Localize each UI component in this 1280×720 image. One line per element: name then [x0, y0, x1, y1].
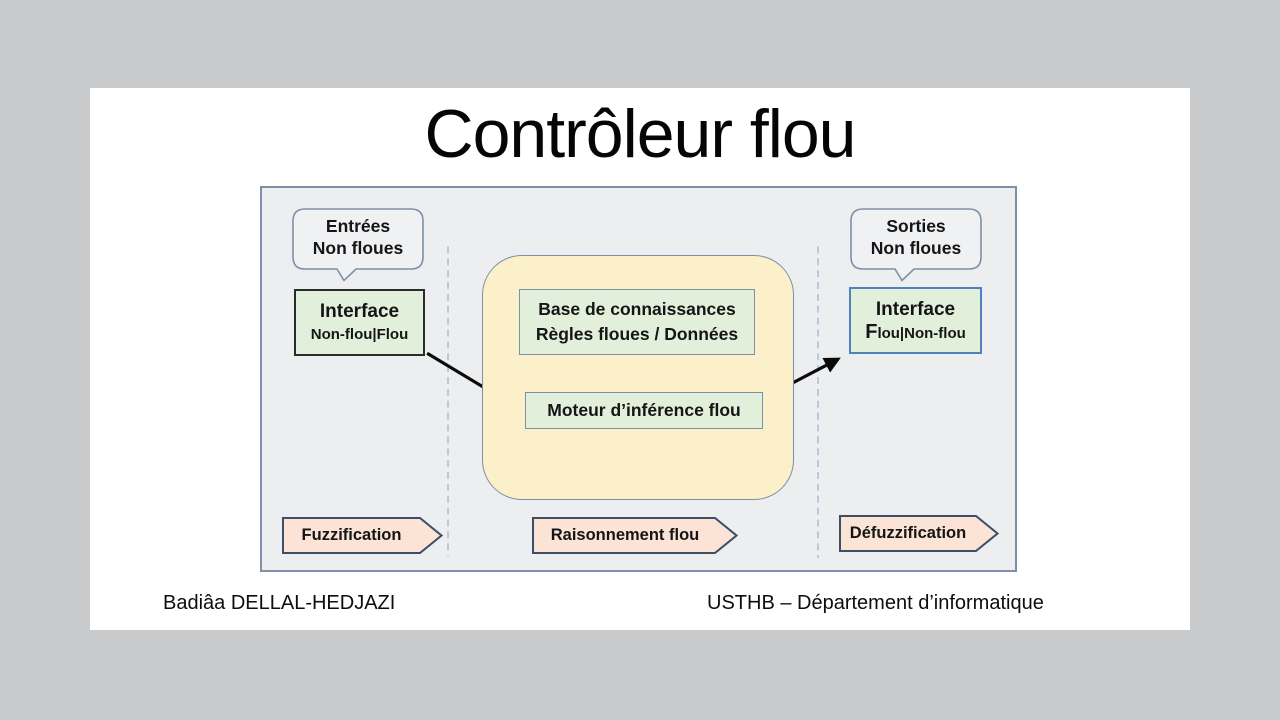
defuzzification-step: Défuzzification [839, 515, 999, 552]
footer-institution: USTHB – Département d’informatique [707, 592, 1044, 614]
raisonnement-label: Raisonnement flou [550, 526, 700, 544]
fuzzification-label: Fuzzification [301, 526, 402, 544]
fuzzification-step: Fuzzification [282, 517, 443, 554]
interface-output-box: Interface Flou|Non-flou [849, 287, 982, 354]
chevron-arrow-shape [532, 517, 738, 554]
entrees-line2: Non floues [312, 238, 404, 258]
entrees-line1: Entrées [325, 216, 391, 236]
interface-output-subtitle-initial: F [865, 320, 878, 343]
inference-engine-label: Moteur d’inférence flou [547, 400, 741, 420]
knowledge-base-line1: Base de connaissances [538, 299, 736, 319]
fuzzy-controller-diagram: Entrées Non floues Sorties Non floues In… [260, 186, 1017, 572]
footer-author: Badiâa DELLAL-HEDJAZI [163, 592, 396, 614]
raisonnement-step: Raisonnement flou [532, 517, 738, 554]
entrees-bubble: Entrées Non floues [292, 208, 424, 282]
defuzzification-label: Défuzzification [849, 524, 967, 542]
knowledge-base-box: Base de connaissances Règles floues / Do… [519, 289, 755, 355]
interface-input-box: Interface Non-flou|Flou [294, 289, 425, 356]
interface-input-subtitle: Non-flou|Flou [310, 326, 409, 343]
speech-bubble-shape [850, 208, 982, 282]
speech-bubble-shape [292, 208, 424, 282]
sorties-bubble: Sorties Non floues [850, 208, 982, 282]
sorties-line2: Non floues [870, 238, 962, 258]
interface-output-subtitle-rest: lou|Non-flou [877, 324, 966, 342]
entrees-bubble-label: Entrées Non floues [292, 215, 424, 259]
inference-engine-box: Moteur d’inférence flou [525, 392, 763, 429]
chevron-arrow-shape [839, 515, 999, 552]
knowledge-base-line2: Règles floues / Données [535, 324, 739, 344]
interface-output-subtitle: Flou|Non-flou [865, 320, 966, 344]
sorties-bubble-label: Sorties Non floues [850, 215, 982, 259]
slide-title: Contrôleur flou [424, 96, 856, 172]
sorties-line1: Sorties [886, 216, 946, 236]
presentation-slide: Contrôleur flou Entrées Non floues [90, 88, 1190, 630]
interface-output-title: Interface [875, 298, 956, 320]
chevron-arrow-shape [282, 517, 443, 554]
interface-input-title: Interface [319, 301, 400, 322]
